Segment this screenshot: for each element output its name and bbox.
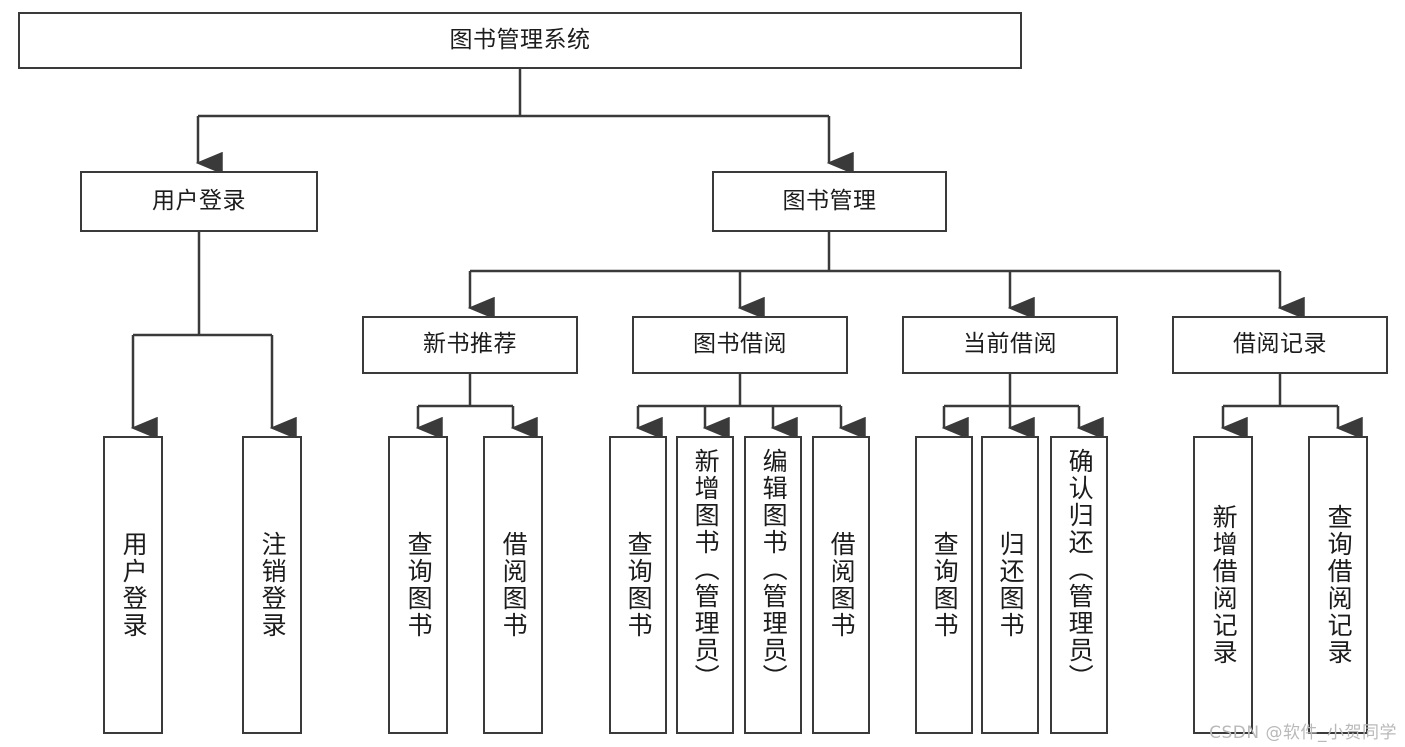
leaf-query-books-borrow-label: 查询图书	[624, 531, 654, 639]
leaf-query-books-recommend-label: 查询图书	[404, 531, 434, 639]
leaf-query-borrow-record[interactable]: 查询借阅记录	[1308, 436, 1368, 734]
node-borrow-records[interactable]: 借阅记录	[1172, 316, 1388, 374]
node-current-borrow-label: 当前借阅	[963, 331, 1057, 358]
leaf-query-books-recommend[interactable]: 查询图书	[388, 436, 448, 734]
leaf-add-book-admin[interactable]: 新增图书（管理员）	[676, 436, 734, 734]
leaf-edit-book-admin-label: 编辑图书（管理员）	[759, 448, 789, 691]
node-root-label: 图书管理系统	[449, 26, 591, 53]
leaf-logout[interactable]: 注销登录	[242, 436, 302, 734]
node-new-book-recommend-label: 新书推荐	[423, 331, 517, 358]
node-book-borrow-label: 图书借阅	[693, 331, 787, 358]
node-book-management[interactable]: 图书管理	[712, 171, 947, 232]
leaf-query-books-borrow[interactable]: 查询图书	[609, 436, 667, 734]
leaf-query-borrow-record-label: 查询借阅记录	[1324, 504, 1354, 666]
node-root[interactable]: 图书管理系统	[18, 12, 1022, 69]
leaf-add-borrow-record[interactable]: 新增借阅记录	[1193, 436, 1253, 734]
leaf-query-books-current-label: 查询图书	[930, 531, 960, 639]
node-book-management-label: 图书管理	[782, 187, 877, 214]
node-current-borrow[interactable]: 当前借阅	[902, 316, 1118, 374]
leaf-logout-label: 注销登录	[258, 531, 288, 639]
leaf-edit-book-admin[interactable]: 编辑图书（管理员）	[744, 436, 802, 734]
leaf-borrow-books-recommend-label: 借阅图书	[499, 531, 529, 639]
csdn-watermark: CSDN @软件_小贺同学	[1209, 723, 1397, 743]
leaf-user-login-label: 用户登录	[119, 531, 149, 639]
leaf-borrow-books-recommend[interactable]: 借阅图书	[483, 436, 543, 734]
leaf-add-book-admin-label: 新增图书（管理员）	[691, 448, 721, 691]
leaf-query-books-current[interactable]: 查询图书	[915, 436, 973, 734]
leaf-add-borrow-record-label: 新增借阅记录	[1209, 504, 1239, 666]
leaf-return-books[interactable]: 归还图书	[981, 436, 1039, 734]
leaf-return-books-label: 归还图书	[996, 531, 1026, 639]
node-borrow-records-label: 借阅记录	[1233, 331, 1327, 358]
node-user-login-label: 用户登录	[152, 187, 246, 214]
leaf-confirm-return-admin-label: 确认归还（管理员）	[1065, 448, 1095, 691]
leaf-user-login[interactable]: 用户登录	[103, 436, 163, 734]
leaf-borrow-books-label: 借阅图书	[827, 531, 857, 639]
leaf-borrow-books[interactable]: 借阅图书	[812, 436, 870, 734]
node-user-login[interactable]: 用户登录	[80, 171, 318, 232]
node-book-borrow[interactable]: 图书借阅	[632, 316, 848, 374]
node-new-book-recommend[interactable]: 新书推荐	[362, 316, 578, 374]
leaf-confirm-return-admin[interactable]: 确认归还（管理员）	[1050, 436, 1108, 734]
